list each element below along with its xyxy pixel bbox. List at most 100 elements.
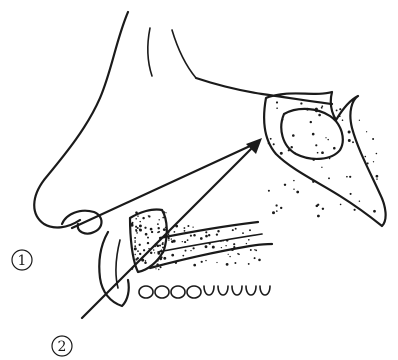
bone-speck bbox=[317, 215, 320, 218]
bone-speck bbox=[145, 260, 146, 261]
bone-speck bbox=[171, 254, 174, 257]
bone-speck bbox=[201, 261, 203, 263]
bone-speck bbox=[376, 153, 378, 155]
tooth bbox=[260, 286, 270, 295]
nasal-inner-line bbox=[148, 28, 152, 76]
bone-speck bbox=[135, 218, 137, 220]
tooth bbox=[171, 286, 185, 298]
bone-speck bbox=[168, 237, 170, 239]
bone-speck bbox=[150, 228, 153, 231]
bone-speck bbox=[205, 260, 206, 261]
bone-speck bbox=[235, 228, 237, 230]
bone-speck bbox=[158, 269, 159, 270]
bone-speck bbox=[359, 200, 360, 201]
bone-speck bbox=[232, 229, 234, 231]
insertion-line bbox=[72, 146, 250, 228]
bone-speck bbox=[161, 251, 164, 254]
bone-speck bbox=[248, 263, 250, 265]
bone-speck bbox=[276, 210, 278, 212]
bone-speck bbox=[306, 108, 309, 111]
bone-speck bbox=[284, 184, 286, 186]
bone-speck bbox=[339, 116, 341, 118]
bone-speck bbox=[280, 152, 283, 155]
bone-speck bbox=[329, 158, 331, 160]
bone-speck bbox=[341, 133, 343, 135]
bone-speck bbox=[322, 208, 324, 210]
bone-speck bbox=[242, 232, 244, 234]
palate-lower-line bbox=[150, 244, 272, 268]
bone-speck bbox=[237, 253, 239, 255]
bone-speck bbox=[248, 239, 250, 241]
bone-speck bbox=[321, 107, 323, 109]
bone-speck bbox=[173, 240, 176, 243]
bone-speck bbox=[142, 217, 144, 219]
bone-speck bbox=[325, 137, 326, 138]
bone-speck bbox=[200, 237, 203, 240]
bone-speck bbox=[250, 249, 252, 251]
bone-speck bbox=[216, 233, 218, 235]
bone-speck bbox=[193, 264, 196, 267]
needle-icon bbox=[82, 142, 258, 318]
bone-speck bbox=[148, 215, 149, 216]
tooth bbox=[187, 286, 201, 298]
bone-speck bbox=[205, 235, 208, 238]
bone-speck bbox=[275, 204, 277, 206]
bone-speck bbox=[348, 139, 351, 142]
bone-speck bbox=[232, 238, 233, 239]
bone-speck bbox=[366, 131, 367, 132]
bone-speck bbox=[340, 204, 342, 206]
bone-speck bbox=[157, 223, 159, 225]
bone-speck bbox=[165, 212, 166, 213]
bone-speck bbox=[139, 224, 142, 227]
bone-speck bbox=[135, 258, 137, 260]
bone-speck bbox=[233, 246, 235, 248]
bone-speck bbox=[184, 230, 186, 232]
bone-speck bbox=[156, 263, 159, 266]
nasal-roof-line bbox=[196, 78, 332, 104]
bone-speck bbox=[246, 243, 247, 244]
nostril-outline bbox=[62, 211, 102, 234]
bone-speck bbox=[157, 252, 160, 255]
bone-speck bbox=[139, 253, 141, 255]
tooth bbox=[204, 286, 214, 295]
bone-speck bbox=[350, 193, 352, 195]
bone-speck bbox=[317, 152, 319, 154]
tooth bbox=[139, 286, 153, 298]
bone-speck bbox=[205, 231, 207, 233]
bone-speck bbox=[226, 239, 229, 242]
bone-speck bbox=[163, 228, 166, 231]
bone-speck bbox=[336, 109, 338, 111]
bone-speck bbox=[280, 207, 282, 209]
bone-speck bbox=[192, 247, 194, 249]
bone-speck bbox=[137, 227, 139, 229]
bone-speck bbox=[233, 243, 235, 245]
bone-speck bbox=[182, 255, 184, 257]
bone-speck bbox=[174, 231, 176, 233]
bone-speck bbox=[139, 244, 141, 246]
bone-speck bbox=[228, 254, 229, 255]
tooth bbox=[232, 286, 242, 295]
bone-speck bbox=[135, 211, 138, 214]
bone-speck bbox=[162, 217, 164, 219]
bone-speck bbox=[258, 259, 261, 262]
bone-speck bbox=[145, 233, 148, 236]
bone-speck bbox=[159, 258, 162, 261]
bone-speck bbox=[254, 249, 255, 250]
bone-speck bbox=[220, 241, 221, 242]
bone-speck bbox=[316, 205, 319, 208]
bone-speck bbox=[134, 247, 137, 250]
bone-speck bbox=[193, 234, 196, 237]
bone-speck bbox=[349, 176, 351, 178]
bone-speck bbox=[268, 142, 270, 144]
bone-speck bbox=[376, 175, 379, 178]
tooth bbox=[155, 286, 169, 298]
bone-speck bbox=[165, 227, 166, 228]
bone-speck bbox=[184, 241, 186, 243]
marker-1-text: 1 bbox=[18, 253, 27, 269]
bone-speck bbox=[229, 256, 230, 257]
bone-speck bbox=[221, 247, 222, 248]
bone-speck bbox=[187, 239, 189, 241]
bone-speck bbox=[162, 243, 164, 245]
bone-speck bbox=[190, 235, 192, 237]
